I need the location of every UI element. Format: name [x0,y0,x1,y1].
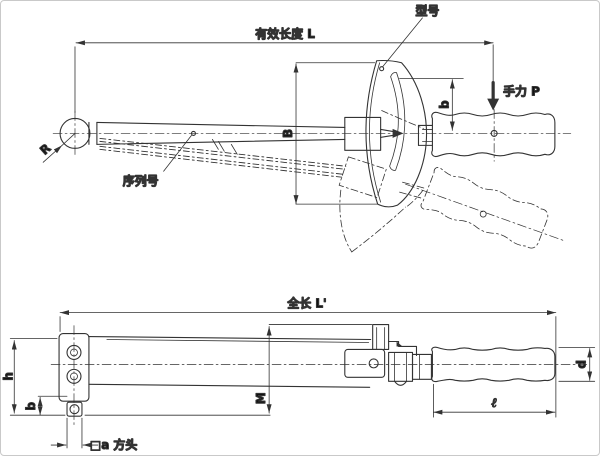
phantom-plate-edge [340,190,352,252]
phantom-grip [420,166,551,251]
phantom-neck [403,182,425,188]
beam-tick [218,141,224,151]
bottom-view: 全长 L' □a 方头 h b M [1,295,594,453]
beam-tick [231,144,237,154]
scale-plate-inner-edge [369,63,380,202]
effective-length-label: 有效长度 L [255,26,315,41]
phantom-neck [400,192,422,198]
beam-tick [212,139,218,149]
radius-leader-tail [62,133,75,145]
pointer-tip [392,128,404,138]
serial-leader [164,135,192,171]
head-hole-inner [71,373,78,380]
scale-plate-slot [390,73,405,171]
beam-bottom-edge [89,384,370,387]
plate-edge-on [107,340,369,343]
plate-bracket-post [373,325,389,350]
square-drive [67,402,82,416]
model-callout-dot [380,67,384,71]
drive-hole [70,405,79,414]
total-length-label: 全长 L' [286,296,326,311]
detent [395,381,407,385]
model-leader [383,18,423,67]
serial-label: 序列号 [123,173,159,188]
force-arrow-head [487,98,500,111]
phantom-beam [100,138,346,166]
pointer-needle [381,135,393,137]
head-height-label: h [1,372,15,381]
phantom-grip-centerline [406,184,565,241]
drive-height-label: b [24,401,38,410]
pivot-hole [369,359,378,368]
hand-force-label: 手力 P [503,84,540,99]
top-view: 有效长度 L R 序列号 型号 B [37,2,570,252]
serial-callout-dot [191,131,195,135]
plate-height-label: B [281,129,295,138]
ferrule [413,354,432,379]
grip-diameter-label: d [575,360,589,369]
beam-bottom-edge [97,139,345,144]
beam-top-edge [89,337,371,340]
phantom-beam [100,146,343,174]
grip-pin [491,130,497,136]
adjust-collar [389,352,413,381]
grip-side [432,347,555,381]
phantom-beam [100,149,342,177]
phantom-plate-edge [408,188,425,206]
head-hole [67,345,81,359]
phantom-pointer-block [339,157,386,198]
square-head-label: □a 方头 [90,437,137,452]
pointer-needle [381,129,393,131]
head-block [59,334,89,402]
pointer-block [345,117,381,150]
beam-top-edge [97,122,345,127]
phantom-plate-edge [352,207,406,252]
model-label: 型号 [415,3,439,18]
grip-offset-label: b [437,100,451,109]
grip [432,112,555,156]
phantom-plate-edge [382,111,424,129]
pivot-block [345,349,385,377]
grip-length-label: ℓ [491,396,497,411]
phantom-beam [100,141,345,169]
mid-height-label: M [254,392,268,404]
head-hole [67,369,81,383]
radius-leader [43,145,62,162]
scale-plate [366,60,427,206]
head-hole-inner [71,349,78,356]
phantom-grip-pin [480,211,486,217]
plate-bracket-corner [396,341,403,347]
ball-end [60,118,90,148]
